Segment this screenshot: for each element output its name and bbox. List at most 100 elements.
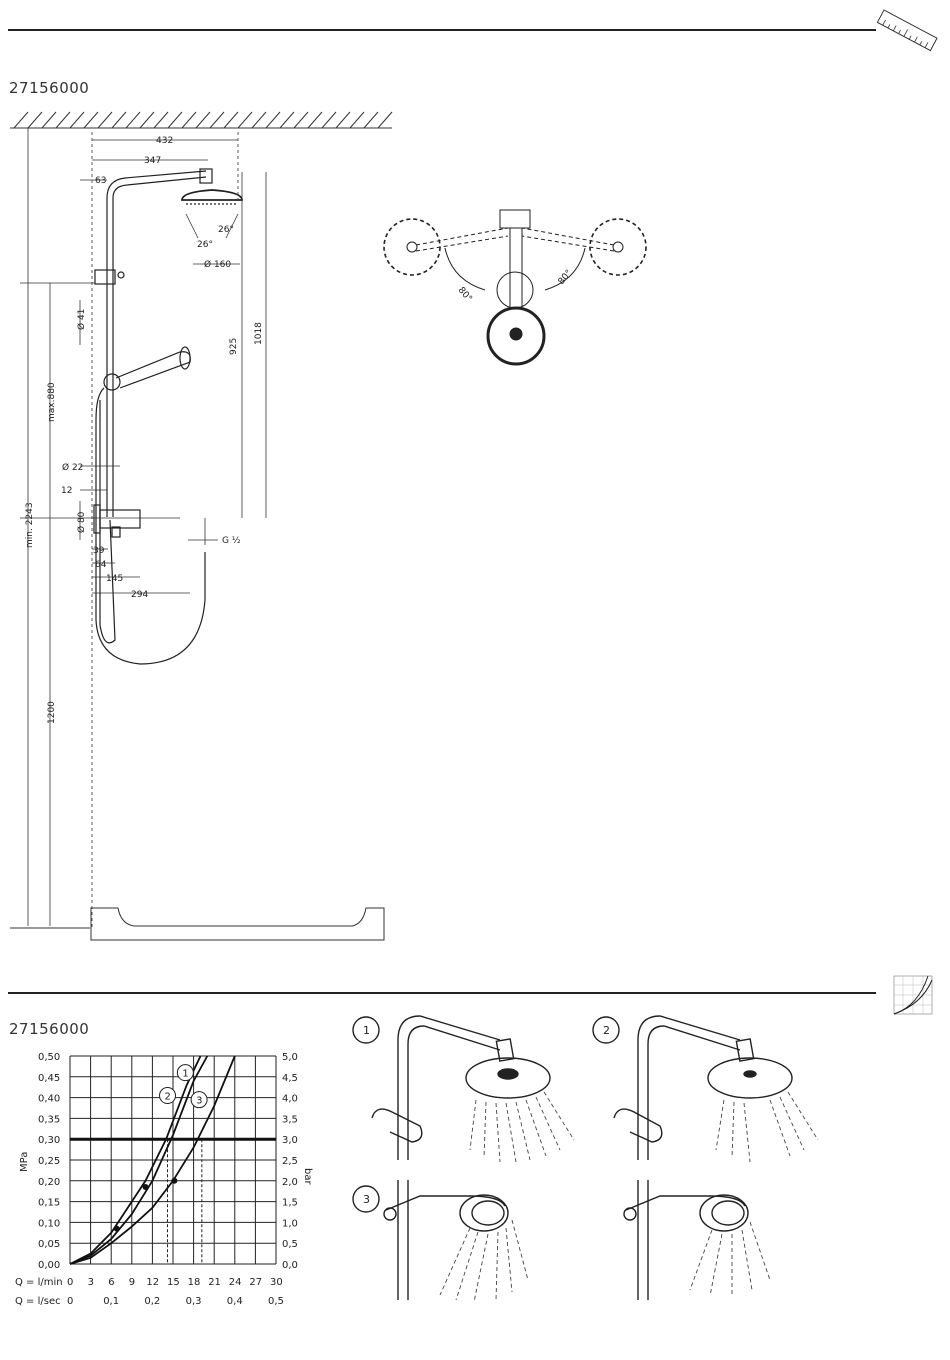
y-tick-label-right: 0,5 [282, 1239, 298, 1250]
series-line-3 [69, 1055, 236, 1265]
x-tick-label-secondary: 0,5 [268, 1296, 284, 1307]
y-tick-label-right: 3,5 [282, 1114, 298, 1125]
dim-g12: G ½ [222, 536, 241, 546]
x-tick-label-secondary: 0 [67, 1296, 73, 1307]
spray-lines-1 [469, 1091, 575, 1163]
y-tick-label-right: 1,0 [282, 1218, 298, 1229]
dim-max880: max.880 [47, 382, 57, 422]
dim-1018: 1018 [254, 322, 264, 345]
series-badge-3 [190, 1091, 208, 1109]
variant-label-2: 2 [603, 1024, 610, 1037]
x-tick-label-secondary: 0,1 [103, 1296, 119, 1307]
dim-63: 63 [95, 176, 106, 186]
y-tick-label-right: 1,5 [282, 1198, 298, 1209]
x-tick-label-secondary: 0,3 [186, 1296, 202, 1307]
y-tick-label: 0,05 [38, 1239, 60, 1250]
x-tick-label: 21 [208, 1277, 221, 1288]
model-number-bottom: 27156000 [9, 1020, 90, 1038]
x-tick-label: 18 [188, 1277, 201, 1288]
hand-shower-2 [623, 1180, 749, 1300]
y-tick-label-right: 4,5 [282, 1073, 298, 1084]
shower-tray [10, 907, 385, 941]
y-tick-label-right: 5,0 [282, 1052, 298, 1063]
series-badge-label-3: 3 [196, 1096, 202, 1107]
y-axis-label-right: bar [302, 1168, 313, 1185]
x-axis-label: Q = l/min [15, 1277, 63, 1288]
y-tick-label: 0,00 [38, 1260, 60, 1271]
y-tick-label: 0,15 [38, 1198, 60, 1209]
y-tick-label: 0,50 [38, 1052, 60, 1063]
dim-1200: 1200 [47, 701, 57, 724]
dim-80: Ø 80 [76, 511, 87, 533]
dim-145: 145 [106, 574, 123, 584]
ruler-icon [876, 9, 938, 52]
bottom-divider [8, 992, 876, 994]
dim-26b: 26° [197, 240, 213, 250]
dim-22: Ø 22 [62, 462, 83, 473]
x-tick-label-secondary: 0,4 [227, 1296, 243, 1307]
dim-432: 432 [156, 136, 173, 146]
ceiling-hatch [10, 111, 393, 129]
variant-label-3: 3 [363, 1193, 370, 1206]
overhead-shower-1 [371, 1015, 551, 1160]
x-axis-label-secondary: Q = l/sec [15, 1296, 61, 1307]
data-marker [171, 1177, 178, 1184]
y-tick-label-right: 3,0 [282, 1135, 298, 1146]
dimension-drawing: 432 347 63 26° 26° Ø 160 925 1018 Ø 41 m… [10, 111, 647, 941]
top-divider [8, 29, 876, 31]
y-tick-label: 0,40 [38, 1094, 60, 1105]
overhead-shower-2 [613, 1015, 793, 1160]
dim-294: 294 [131, 590, 148, 600]
dim-925: 925 [229, 338, 239, 355]
dim-64: 64 [95, 560, 107, 570]
x-tick-label: 3 [88, 1277, 94, 1288]
dim-26a: 26° [218, 225, 234, 235]
shower-column [93, 168, 243, 665]
series-badge-1 [176, 1064, 194, 1082]
variant-badge-1 [352, 1016, 620, 1213]
y-tick-label-right: 2,0 [282, 1177, 298, 1188]
dim-347: 347 [144, 156, 161, 166]
y-tick-label-right: 2,5 [282, 1156, 298, 1167]
y-axis-label: MPa [19, 1152, 30, 1172]
y-tick-label: 0,30 [38, 1135, 60, 1146]
dim-39: 39 [93, 546, 105, 556]
spray-lines-2 [715, 1091, 819, 1163]
series-badge-label-1: 1 [182, 1069, 188, 1080]
x-tick-label: 24 [229, 1277, 242, 1288]
spray-lines-3 [439, 1219, 529, 1303]
data-marker [113, 1225, 120, 1232]
series-line-2 [69, 1055, 202, 1265]
series-badge-2 [159, 1087, 177, 1105]
y-tick-label: 0,20 [38, 1177, 60, 1188]
dim-12: 12 [61, 486, 72, 496]
x-tick-label: 12 [146, 1277, 159, 1288]
y-tick-label: 0,45 [38, 1073, 60, 1084]
dim-41: Ø 41 [76, 309, 87, 330]
y-tick-label: 0,25 [38, 1156, 60, 1167]
y-tick-label-right: 4,0 [282, 1094, 298, 1105]
plan-view [383, 209, 647, 366]
x-tick-label-secondary: 0,2 [144, 1296, 160, 1307]
dimension-labels: 432 347 63 26° 26° Ø 160 925 1018 Ø 41 m… [25, 136, 264, 724]
x-tick-label: 0 [67, 1277, 73, 1288]
dim-160: Ø 160 [204, 259, 231, 270]
x-tick-label: 6 [108, 1277, 114, 1288]
x-tick-label: 15 [167, 1277, 180, 1288]
y-tick-label-right: 0,0 [282, 1260, 298, 1271]
data-marker [142, 1184, 149, 1191]
variant-label-1: 1 [363, 1024, 370, 1037]
model-number-top: 27156000 [9, 79, 90, 97]
hand-shower-1 [383, 1180, 509, 1300]
y-tick-label: 0,10 [38, 1218, 60, 1229]
x-tick-label: 9 [129, 1277, 135, 1288]
series-line-1 [69, 1055, 209, 1265]
x-tick-label: 30 [270, 1277, 283, 1288]
dim-min2243: min. 2243 [25, 502, 35, 548]
series-badge-label-2: 2 [165, 1092, 171, 1103]
x-tick-label: 27 [249, 1277, 262, 1288]
spray-lines-4 [689, 1221, 771, 1297]
dimension-lines [20, 128, 267, 930]
